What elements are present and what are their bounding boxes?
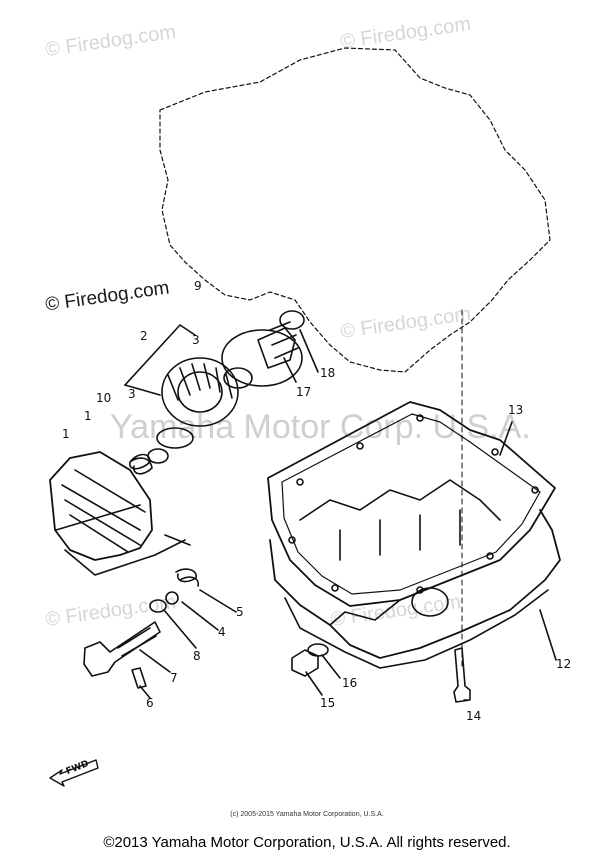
washer-8	[149, 599, 167, 613]
callout-16: 16	[342, 676, 358, 690]
o-ring	[156, 427, 194, 449]
check-ball	[165, 591, 179, 605]
callout-3a: 3	[192, 333, 200, 347]
oil-filter-element	[161, 357, 239, 427]
callout-5: 5	[236, 605, 244, 619]
union-bolt	[257, 327, 296, 369]
o-ring-large	[221, 329, 303, 387]
callout-4: 4	[218, 625, 226, 639]
dowel-pin	[131, 667, 147, 689]
oil-pan-gasket-inner	[281, 413, 541, 595]
small-copyright: (c) 2005-2015 Yamaha Motor Corporation, …	[230, 811, 384, 818]
drain-plug	[291, 649, 319, 677]
callout-7: 7	[170, 671, 178, 685]
callout-18: 18	[320, 366, 336, 380]
callout-14: 14	[466, 709, 482, 723]
oil-filter-cover	[49, 451, 153, 561]
engine-outline	[159, 47, 551, 373]
fwd-arrow	[49, 759, 99, 787]
watermark-maker: Yamaha Motor Corp. U.S.A.	[110, 408, 531, 446]
callout-10: 10	[96, 391, 112, 405]
callout-8: 8	[193, 649, 201, 663]
filter-bolt	[83, 621, 161, 677]
callout-6: 6	[146, 696, 154, 710]
callout-1: 1	[62, 427, 70, 441]
callout-1b: 1	[84, 409, 92, 423]
callout-9: 9	[194, 279, 202, 293]
oil-seal	[279, 310, 305, 330]
callout-2: 2	[140, 329, 148, 343]
drain-washer	[307, 643, 329, 657]
callout-17: 17	[296, 385, 312, 399]
callout-12: 12	[556, 657, 572, 671]
callout-13: 13	[508, 403, 524, 417]
oil-pan	[269, 509, 561, 659]
pan-bolt	[453, 647, 471, 703]
o-ring	[223, 367, 253, 389]
callout-3b: 3	[128, 387, 136, 401]
washer	[147, 448, 169, 464]
footer-copyright: ©2013 Yamaha Motor Corporation, U.S.A. A…	[103, 834, 511, 851]
relief-spring	[175, 568, 200, 587]
oil-pan-gasket	[267, 401, 556, 607]
callout-15: 15	[320, 696, 336, 710]
